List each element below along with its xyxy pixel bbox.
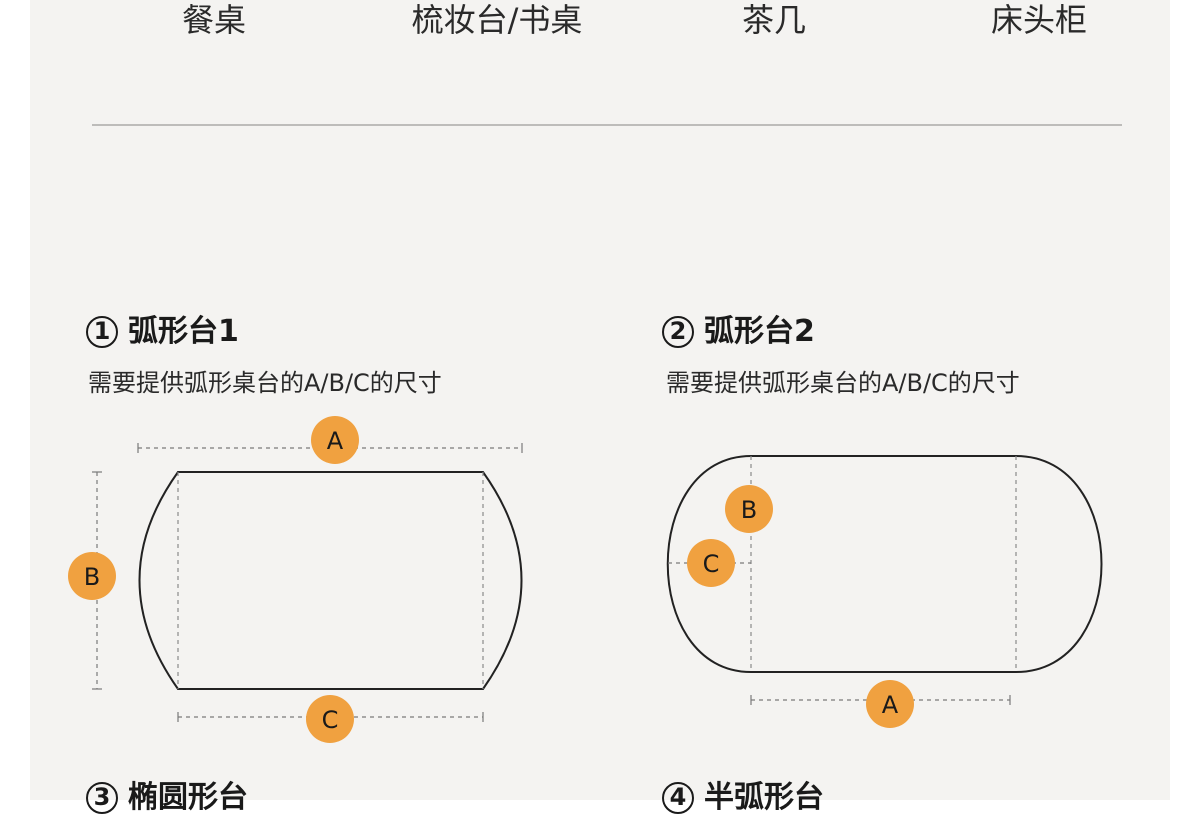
section-1-number: 1 bbox=[86, 316, 118, 348]
badge-b bbox=[68, 552, 116, 600]
arc-table-2-outline bbox=[666, 455, 1103, 673]
category-dining-table[interactable]: 餐桌 bbox=[181, 1, 247, 39]
badge-c-label: C bbox=[322, 706, 339, 734]
arc-table-1-diagram: A B C bbox=[68, 416, 523, 743]
badge-b-2-label: B bbox=[741, 496, 757, 524]
section-2-description: 需要提供弧形桌台的A/B/C的尺寸 bbox=[666, 369, 1020, 397]
section-2-title: 2 弧形台2 bbox=[662, 312, 815, 352]
badge-c-2 bbox=[687, 539, 735, 587]
content-panel bbox=[30, 0, 1170, 800]
badge-a-2-label: A bbox=[882, 691, 899, 719]
category-dresser-desk[interactable]: 梳妆台/书桌 bbox=[411, 1, 583, 39]
badge-a-2 bbox=[866, 680, 914, 728]
section-2-title-text: 弧形台2 bbox=[704, 314, 815, 349]
badge-b-label: B bbox=[84, 563, 100, 591]
badge-c bbox=[306, 695, 354, 743]
diagram-canvas: A B C B C A bbox=[68, 416, 1103, 743]
badge-a-label: A bbox=[327, 427, 344, 455]
arc-table-1-outline bbox=[138, 471, 523, 690]
category-coffee-table[interactable]: 茶几 bbox=[741, 1, 807, 39]
section-2-number: 2 bbox=[662, 316, 694, 348]
badge-a bbox=[311, 416, 359, 464]
section-1-description: 需要提供弧形桌台的A/B/C的尺寸 bbox=[88, 369, 442, 397]
badge-b-2 bbox=[725, 485, 773, 533]
section-divider bbox=[92, 124, 1122, 126]
category-nightstand[interactable]: 床头柜 bbox=[990, 1, 1088, 39]
section-1-title-text: 弧形台1 bbox=[128, 314, 239, 349]
arc-table-2-diagram: B C A bbox=[666, 455, 1103, 728]
section-1-title: 1 弧形台1 bbox=[86, 312, 239, 352]
badge-c-2-label: C bbox=[703, 550, 720, 578]
